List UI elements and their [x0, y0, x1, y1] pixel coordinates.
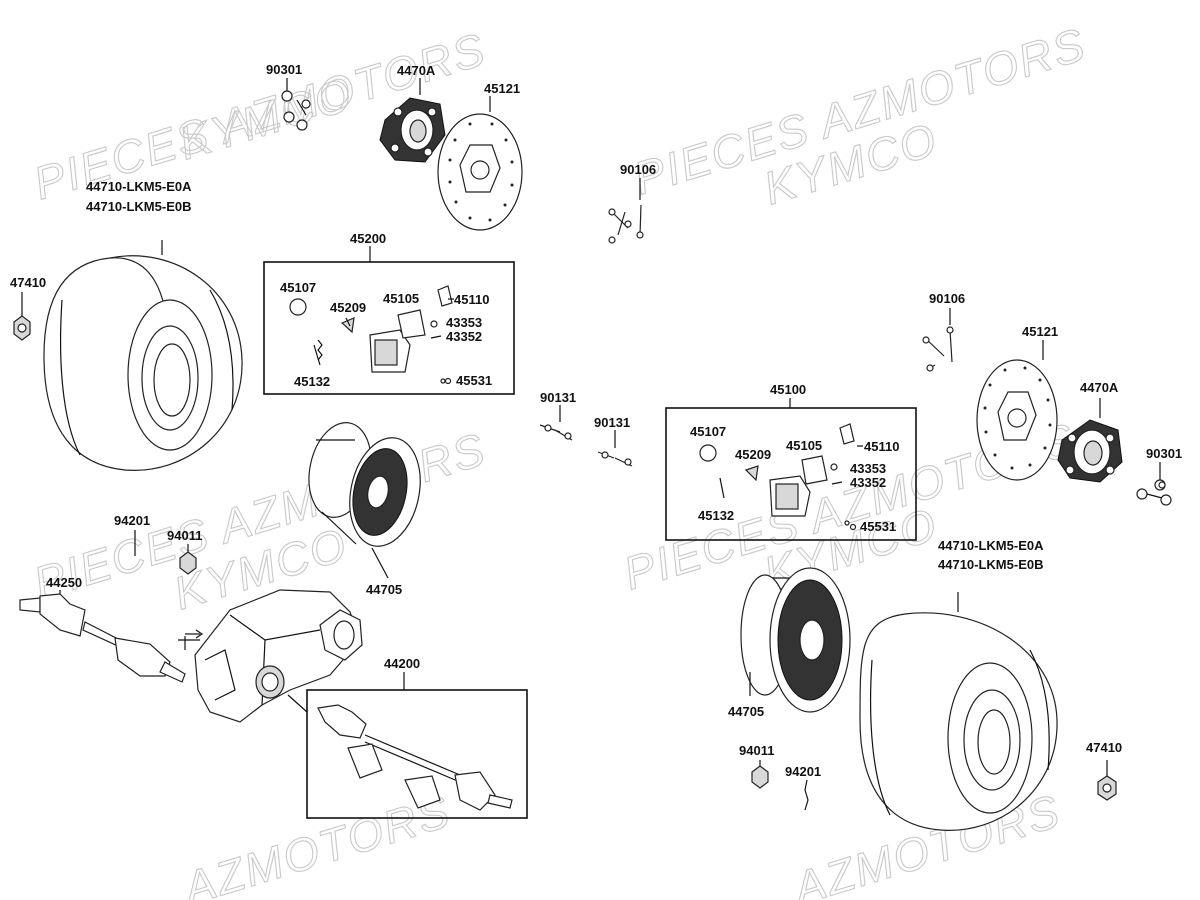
rim-44705-left — [308, 422, 421, 579]
label-45531-right: 45531 — [860, 519, 896, 534]
label-45107-right: 45107 — [690, 424, 726, 439]
part-labels: 44710-LKM5-E0A 44710-LKM5-E0B 90301 4470… — [10, 62, 1182, 779]
tire-left — [43, 240, 243, 471]
label-45105-right: 45105 — [786, 438, 822, 453]
label-45132-left: 45132 — [294, 374, 330, 389]
label-45209-left: 45209 — [330, 300, 366, 315]
label-45132-right: 45132 — [698, 508, 734, 523]
hub-4470A-right — [1057, 398, 1123, 483]
label-43353-left: 43353 — [446, 315, 482, 330]
disc-holes — [983, 366, 1052, 470]
label-45209-right: 45209 — [735, 447, 771, 462]
label-90301-top: 90301 — [266, 62, 302, 77]
nut-47410-right — [1097, 760, 1117, 801]
label-45121-right: 45121 — [1022, 324, 1058, 339]
shaft-box-44200 — [287, 672, 528, 819]
disc-45121-top — [437, 96, 523, 231]
rim-44705-right — [740, 567, 851, 713]
label-4470A-top: 4470A — [397, 63, 436, 78]
label-tire-right-a: 44710-LKM5-E0A — [938, 538, 1044, 553]
label-43353-right: 43353 — [850, 461, 886, 476]
label-4470A-right: 4470A — [1080, 380, 1119, 395]
label-90131-a: 90131 — [540, 390, 576, 405]
label-tire-left-b: 44710-LKM5-E0B — [86, 199, 192, 214]
tire-right — [859, 592, 1058, 831]
nut-94011-right — [751, 760, 769, 789]
hub-4470A-top — [379, 78, 446, 163]
label-44705-left: 44705 — [366, 582, 402, 597]
label-94201-left: 94201 — [114, 513, 150, 528]
label-45110-right: 45110 — [864, 439, 899, 454]
pin-94201-right — [804, 779, 809, 811]
disc-45121-right — [976, 340, 1058, 481]
label-45200: 45200 — [350, 231, 386, 246]
bolt-90106-top — [608, 178, 644, 244]
label-tire-left-a: 44710-LKM5-E0A — [86, 179, 192, 194]
bolt-90301-top — [281, 78, 311, 131]
label-45531-left: 45531 — [456, 373, 492, 388]
label-45121-top: 45121 — [484, 81, 520, 96]
shaft-44250 — [19, 590, 200, 683]
direction-arrow — [185, 629, 204, 639]
label-44200: 44200 — [384, 656, 420, 671]
label-45110-left: 45110 — [454, 292, 489, 307]
label-47410-left: 47410 — [10, 275, 46, 290]
label-47410-right: 47410 — [1086, 740, 1122, 755]
label-94201-right: 94201 — [785, 764, 821, 779]
bolt-90131-b — [597, 430, 633, 467]
label-45100: 45100 — [770, 382, 806, 397]
label-44250: 44250 — [46, 575, 82, 590]
label-94011-left: 94011 — [167, 528, 202, 543]
label-90301-right: 90301 — [1146, 446, 1182, 461]
differential-assembly — [194, 589, 363, 723]
nut-47410-left — [13, 292, 31, 341]
label-tire-right-b: 44710-LKM5-E0B — [938, 557, 1044, 572]
bolt-90301-right — [1136, 462, 1172, 506]
label-leader-marks — [444, 298, 863, 531]
caliper-box-45100 — [665, 398, 917, 541]
label-90131-b: 90131 — [594, 415, 630, 430]
label-45105-left: 45105 — [383, 291, 419, 306]
label-44705-right: 44705 — [728, 704, 764, 719]
bolt-90106-right — [922, 308, 954, 372]
nut-94011-left — [179, 544, 197, 575]
label-43352-right: 43352 — [850, 475, 886, 490]
label-43352-left: 43352 — [446, 329, 482, 344]
label-45107-left: 45107 — [280, 280, 316, 295]
label-94011-right: 94011 — [739, 743, 774, 758]
watermark-text: KYMCO — [173, 68, 359, 170]
label-90106-right: 90106 — [929, 291, 965, 306]
disc-holes — [448, 122, 514, 222]
caliper-box-45200 — [263, 246, 515, 395]
bolt-90131-a — [539, 405, 573, 441]
label-90106-top: 90106 — [620, 162, 656, 177]
